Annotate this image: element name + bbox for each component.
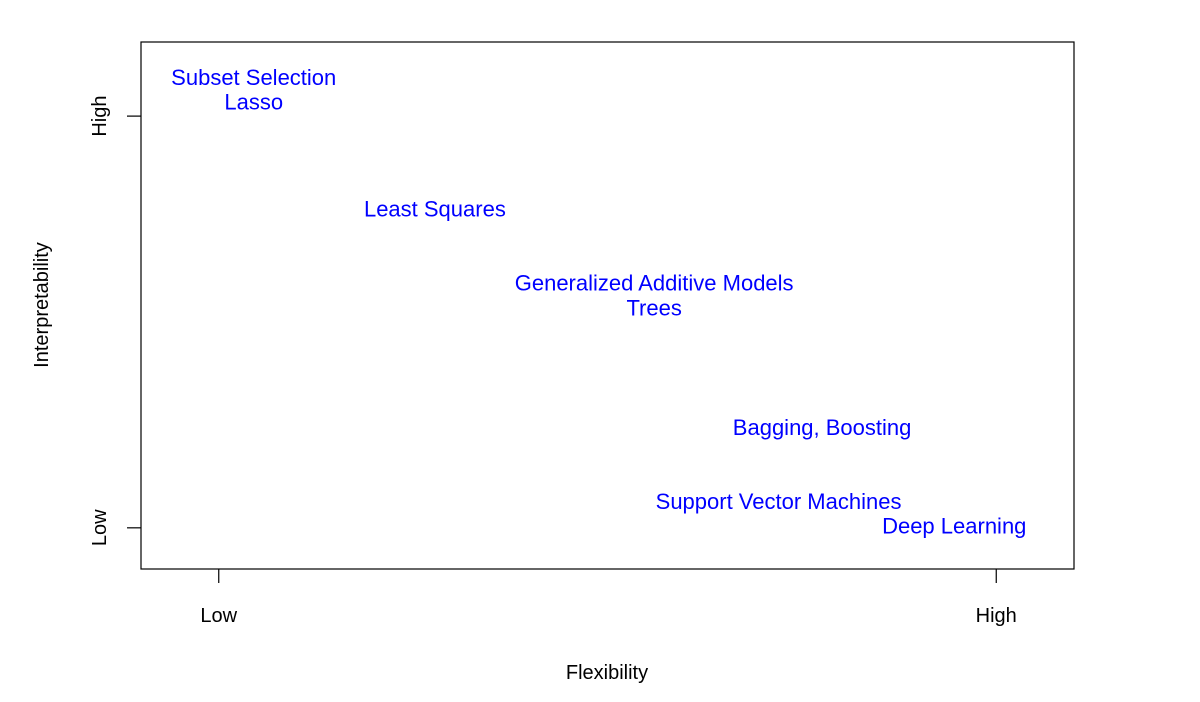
- x-tick-label: High: [976, 605, 1017, 627]
- method-label: Least Squares: [364, 197, 506, 222]
- plot-frame: [140, 41, 1075, 570]
- method-label: Deep Learning: [882, 514, 1026, 539]
- method-label: Subset Selection: [171, 65, 336, 90]
- method-label: Support Vector Machines: [656, 489, 902, 514]
- y-tick-label: High: [89, 96, 111, 137]
- method-label: Trees: [626, 295, 681, 320]
- method-label: Generalized Additive Models: [515, 271, 794, 296]
- x-axis-label: Flexibility: [566, 662, 648, 684]
- y-axis-label: Interpretability: [31, 242, 53, 368]
- y-tick-label: Low: [89, 509, 111, 546]
- method-label: Bagging, Boosting: [733, 415, 912, 440]
- method-label: Lasso: [224, 90, 283, 115]
- x-tick-label: Low: [200, 605, 237, 627]
